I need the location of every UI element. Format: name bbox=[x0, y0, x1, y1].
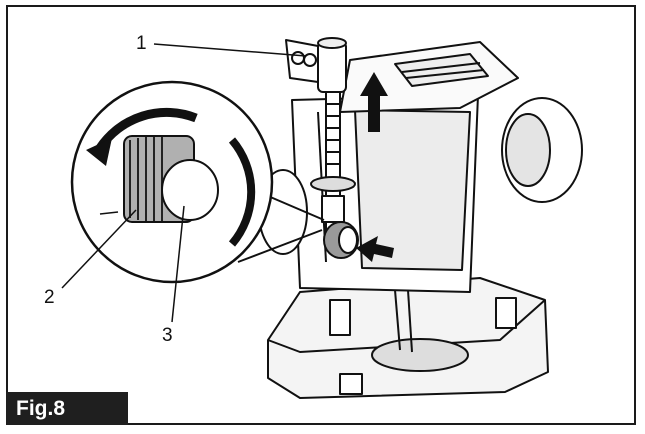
stopper-nut bbox=[285, 37, 347, 93]
callout-3: 3 bbox=[162, 325, 173, 346]
router-top-housing bbox=[339, 41, 519, 113]
callout-1: 1 bbox=[136, 33, 147, 54]
leader-line-3 bbox=[171, 205, 185, 323]
router-base bbox=[267, 277, 549, 399]
leader-line-2 bbox=[61, 209, 137, 289]
callout-2: 2 bbox=[44, 287, 55, 308]
router-handle-right bbox=[501, 97, 583, 203]
leader-line-1 bbox=[153, 43, 307, 57]
figure-label: Fig.8 bbox=[6, 392, 128, 425]
rotate-arrow-icon bbox=[86, 138, 112, 166]
detail-magnifier bbox=[70, 80, 325, 284]
up-arrow-icon bbox=[360, 72, 388, 132]
fine-adjusting-knob-small bbox=[323, 221, 359, 259]
push-arrow-icon bbox=[356, 236, 394, 262]
